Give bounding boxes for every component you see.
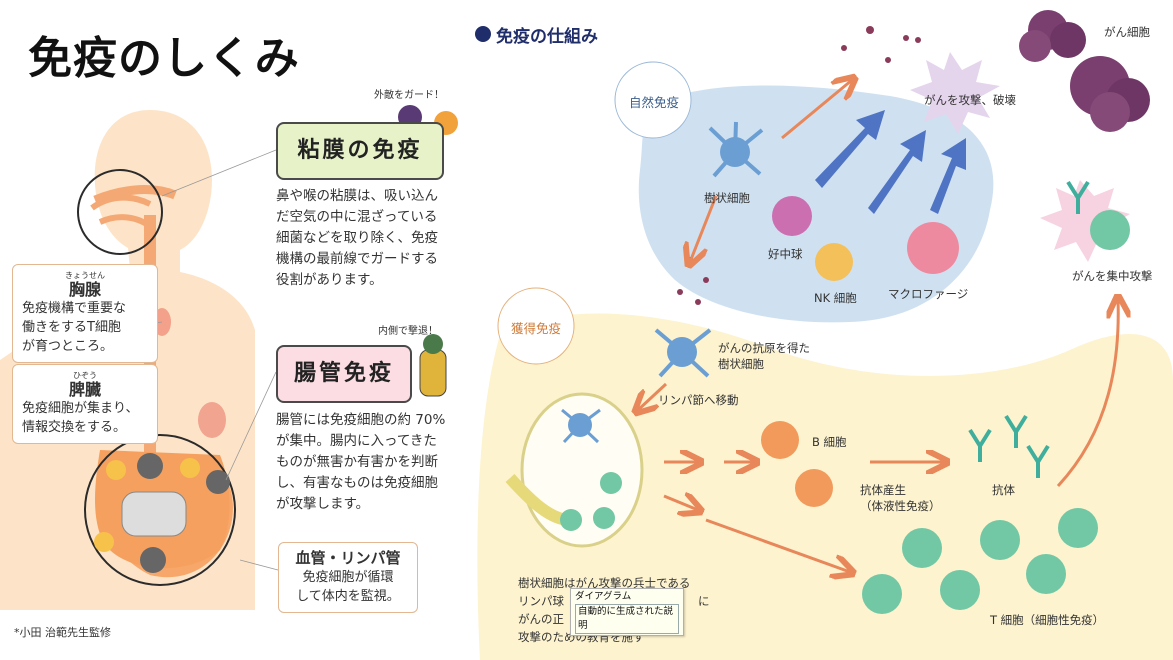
gut-zoom-circle — [84, 434, 236, 586]
section-heading: 免疫の仕組み — [496, 27, 598, 47]
b-cell-label: B 細胞 — [812, 435, 847, 449]
neutrophil-label: 好中球 — [768, 247, 803, 261]
acquired-badge-circle — [497, 287, 575, 365]
t-cell-label: T 細胞（細胞性免疫） — [990, 613, 1105, 627]
innate-label: 自然免疫 — [628, 95, 679, 110]
mucosa-tag: 外敵をガード！ — [374, 90, 444, 101]
cancer-cell-label: がん細胞 — [1104, 25, 1150, 39]
mucosa-desc: 鼻や喉の粘膜は、吸い込んだ空気の中に混ざっている細菌などを取り除く、免疫機構の最… — [276, 188, 438, 288]
t-cell-icons — [862, 210, 1130, 614]
spleen-label: ひぞう 脾臓 免疫細胞が集まり、情報交換をする。 — [12, 364, 158, 444]
antigen-dc-label: がんの抗原を得た樹状細胞 — [718, 341, 810, 371]
heading-bullet-icon — [475, 26, 491, 42]
head-zoom-circle — [77, 169, 163, 255]
nk-label: NK 細胞 — [814, 291, 857, 305]
innate-badge-circle — [614, 61, 692, 139]
thymus-label: きょうせん 胸腺 免疫機構で重要な働きをするT細胞が育つところ。 — [12, 264, 158, 363]
nk-cell-icon — [815, 243, 853, 281]
spleen-organ — [198, 402, 226, 438]
orange-arrows — [638, 80, 1118, 572]
cancer-cell-icon — [1019, 10, 1150, 132]
credit: *小田 治範先生監修 — [14, 626, 111, 639]
lymph-dendritic-icon — [561, 408, 601, 444]
blue-arrows — [815, 110, 966, 214]
intestine-desc: 腸管には免疫細胞の約 70%が集中。腸内に入ってきたものが無害か有害かを判断し、… — [276, 412, 446, 512]
macrophage-icon — [907, 222, 959, 274]
b-cell-icon-2 — [795, 469, 833, 507]
page-title: 免疫のしくみ — [28, 33, 300, 84]
guard-mascot-icon — [419, 349, 447, 397]
attack-burst — [910, 52, 1000, 134]
mucosa-heading: 粘膜の免疫 — [276, 122, 444, 180]
antigen-dendritic-icon — [654, 328, 712, 378]
to-lymph-label: リンパ節へ移動 — [658, 393, 739, 407]
nasal-cavity — [93, 185, 177, 205]
antibody-label: 抗体 — [992, 483, 1015, 497]
macrophage-label: マクロファージ — [888, 287, 969, 301]
lymph-node — [520, 392, 644, 548]
small-intestine — [121, 491, 187, 537]
vessels-label: 血管・リンパ管 免疫細胞が循環して体内を監視。 — [278, 542, 418, 613]
antibody-icon — [968, 180, 1090, 478]
intestine-heading: 腸管免疫 — [276, 345, 412, 403]
b-cell-icon — [761, 421, 799, 459]
intestine-tag: 内側で撃退！ — [378, 326, 438, 337]
dendritic-label: 樹状細胞 — [704, 191, 750, 205]
attack-destroy-label: がんを攻撃、破壊 — [924, 93, 1016, 107]
acquired-label: 獲得免疫 — [510, 321, 561, 336]
dendritic-cell-icon — [708, 121, 764, 178]
neutrophil-icon — [772, 196, 812, 236]
gut-bacteria — [94, 453, 230, 573]
antibody-production-label: 抗体産生（体液性免疫） — [860, 483, 941, 513]
alt-text-tooltip: ダイアグラム 自動的に生成された説明 — [570, 588, 684, 636]
intensive-label: がんを集中攻撃 — [1072, 269, 1153, 283]
immune-diagram — [475, 10, 1173, 660]
